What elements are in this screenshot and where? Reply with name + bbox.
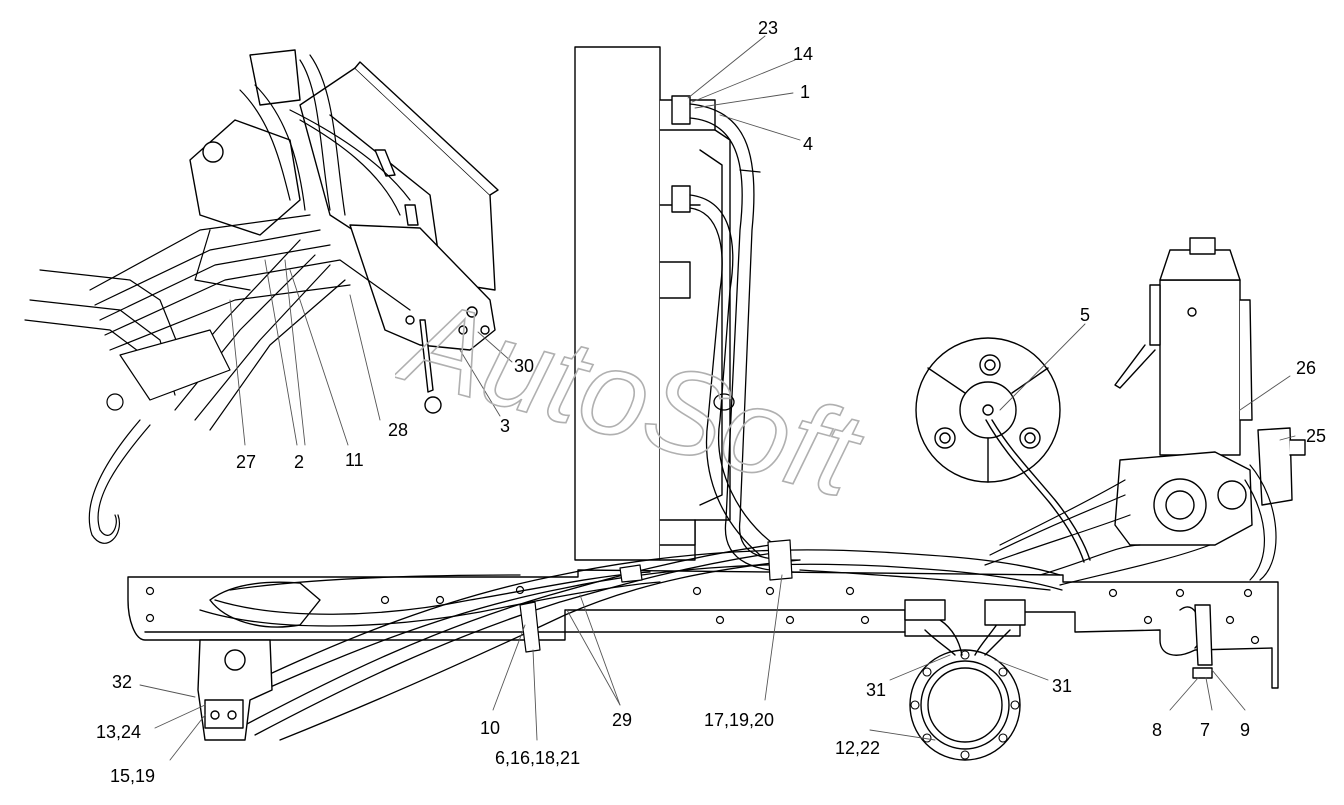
callout-27: 27 [236, 452, 257, 472]
callout-3: 3 [500, 416, 511, 436]
callout-1: 1 [800, 82, 811, 102]
callout-11: 11 [345, 450, 364, 470]
lower-right-bracket [1192, 604, 1213, 679]
round-cover-plate [915, 337, 1091, 563]
frame-hose-bundle [199, 544, 1063, 741]
callout-5: 5 [1080, 305, 1091, 325]
callout-32: 32 [112, 672, 133, 692]
callout-31-right: 31 [1052, 676, 1073, 696]
callout-12-22: 12,22 [835, 738, 881, 758]
callout-14: 14 [793, 44, 814, 64]
callout-31-left: 31 [866, 680, 887, 700]
left-hose-bundle [24, 54, 411, 544]
callout-26: 26 [1296, 358, 1317, 378]
frame-rail [127, 569, 1279, 689]
callout-23: 23 [758, 18, 779, 38]
hydraulic-tank-assembly [189, 49, 499, 414]
callout-28: 28 [388, 420, 409, 440]
callout-29: 29 [612, 710, 633, 730]
callout-8: 8 [1152, 720, 1163, 740]
callout-6-16-18-21: 6,16,18,21 [495, 748, 581, 768]
hydraulic-motor [904, 599, 1026, 761]
callout-13-24: 13,24 [96, 722, 142, 742]
callout-30: 30 [514, 356, 535, 376]
hose-clamps [519, 539, 793, 653]
cooler-radiator [574, 46, 731, 561]
right-hose-bundle [984, 464, 1277, 586]
callout-7: 7 [1200, 720, 1211, 740]
callout-25: 25 [1306, 426, 1327, 446]
lower-left-pump [197, 639, 273, 741]
filter-tower [1114, 237, 1253, 456]
callout-10: 10 [480, 718, 501, 738]
leader-lines [139, 35, 1296, 761]
callout-9: 9 [1240, 720, 1251, 740]
callout-2: 2 [294, 452, 305, 472]
callout-15-19: 15,19 [110, 766, 156, 786]
right-pump [1114, 427, 1306, 546]
callout-4: 4 [803, 134, 814, 154]
callout-17-19-20: 17,19,20 [704, 710, 775, 730]
